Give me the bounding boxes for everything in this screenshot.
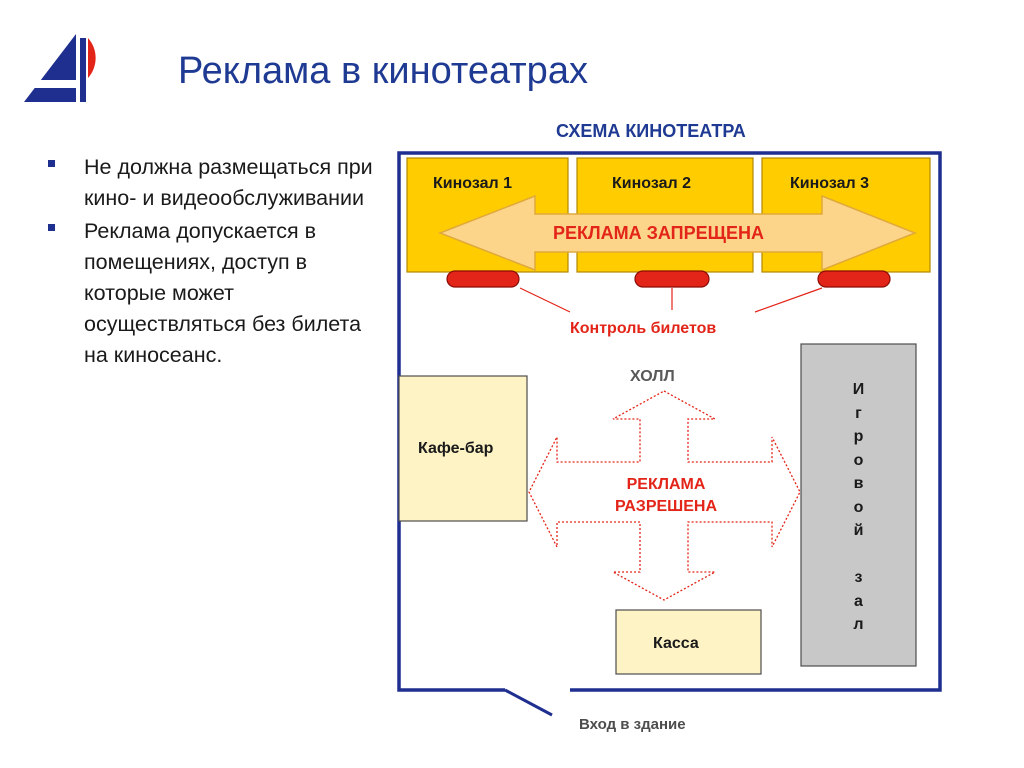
- game-room-letter: а: [854, 592, 863, 610]
- hall-2-label: Кинозал 2: [612, 175, 691, 192]
- bullet-item: Не должна размещаться при кино- и видеоо…: [46, 152, 376, 214]
- game-room-letter: г: [855, 404, 862, 422]
- hall-3-label: Кинозал 3: [790, 175, 869, 192]
- allowed-four-way-arrow: [528, 390, 801, 601]
- scheme-title: СХЕМА КИНОТЕАТРА: [556, 121, 746, 141]
- logo-white-cut: [24, 80, 76, 88]
- bullet-text: Реклама допускается в помещениях, доступ…: [84, 219, 362, 367]
- ticket-control-label: Контроль билетов: [570, 320, 717, 337]
- callout-line: [519, 287, 571, 313]
- game-room-box: [800, 343, 917, 667]
- game-room-letter: л: [853, 616, 864, 633]
- cafe-bar-box: [398, 375, 528, 522]
- bullet-list: Не должна размещаться при кино- и видеоо…: [46, 152, 376, 373]
- allowed-line-2: РАЗРЕШЕНА: [614, 498, 718, 515]
- bullet-text: Не должна размещаться при кино- и видеоо…: [84, 155, 373, 210]
- game-room-letter: о: [853, 451, 864, 469]
- entrance-label: Вход в здание: [579, 716, 686, 733]
- game-room-letter: з: [854, 569, 863, 586]
- callout-line: [754, 287, 823, 313]
- game-room-letter: в: [853, 475, 864, 492]
- game-room-letter: [801, 543, 916, 567]
- ticket-control-pill: [634, 270, 710, 288]
- cashier-label: Касса: [653, 635, 699, 652]
- logo-blue-bar: [80, 38, 86, 102]
- hall-1-label: Кинозал 1: [433, 175, 512, 192]
- advertising-allowed-label: РЕКЛАМА РАЗРЕШЕНА: [602, 474, 730, 518]
- ticket-control-pill: [446, 270, 520, 288]
- game-room-letter: й: [853, 522, 864, 539]
- bullet-marker: [48, 160, 55, 167]
- game-room-letter: И: [852, 381, 865, 398]
- slide-title: Реклама в кинотеатрах: [178, 50, 588, 92]
- allowed-line-1: РЕКЛАМА: [626, 476, 706, 493]
- logo-red-half-circle: [88, 38, 96, 78]
- entrance-door: [504, 688, 553, 717]
- bullet-item: Реклама допускается в помещениях, доступ…: [46, 216, 376, 371]
- cashier-box: [615, 609, 762, 675]
- bullet-marker: [48, 224, 55, 231]
- building-wall: [397, 151, 942, 692]
- hall-label: ХОЛЛ: [630, 368, 675, 385]
- advertising-banned-label: РЕКЛАМА ЗАПРЕЩЕНА: [553, 223, 764, 243]
- game-room-letter: о: [853, 498, 864, 516]
- ban-double-arrow: [437, 194, 918, 272]
- game-room-label: И г р о в о й з а л: [801, 378, 916, 637]
- ticket-control-pill: [817, 270, 891, 288]
- game-room-letter: р: [853, 428, 864, 445]
- cafe-bar-label: Кафе-бар: [418, 440, 494, 457]
- company-logo: [24, 34, 96, 102]
